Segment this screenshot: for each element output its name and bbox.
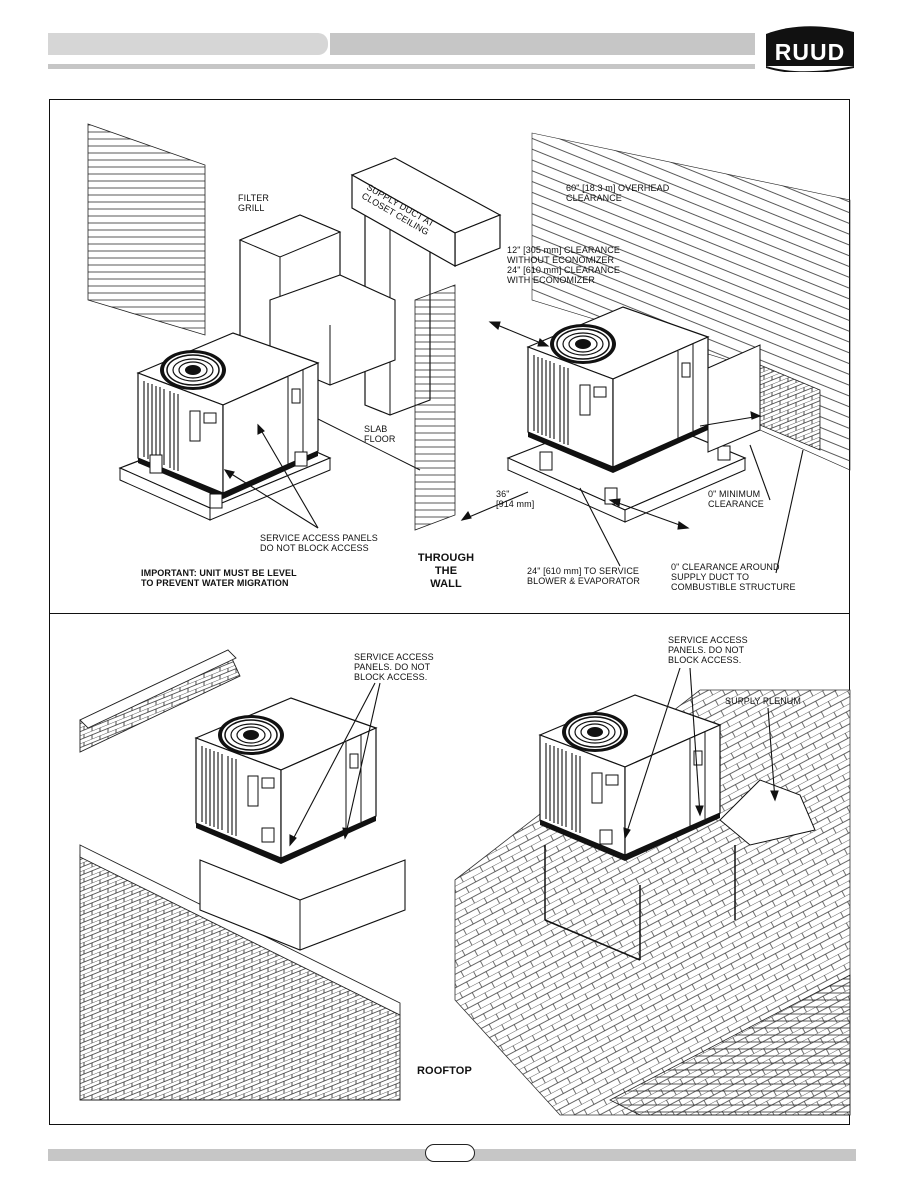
label-important-level: IMPORTANT: UNIT MUST BE LEVEL TO PREVENT… — [141, 568, 297, 588]
title-through-the-wall: THROUGH THE WALL — [417, 552, 475, 590]
header-rule — [48, 64, 755, 69]
label-service-access-left: SERVICE ACCESS PANELS. DO NOT BLOCK ACCE… — [354, 652, 434, 682]
label-36-inch: 36" [914 mm] — [496, 489, 535, 509]
header-bar-right — [330, 33, 755, 55]
label-economizer-clearance: 12" [305 mm] CLEARANCE WITHOUT ECONOMIZE… — [507, 245, 620, 285]
page-number-tab — [425, 1144, 475, 1162]
label-overhead-clearance: 60" [18.3 m] OVERHEAD CLEARANCE — [566, 183, 670, 203]
label-service-panels: SERVICE ACCESS PANELS DO NOT BLOCK ACCES… — [260, 533, 378, 553]
logo-text: RUUD — [774, 39, 846, 65]
label-min-clearance: 0" MINIMUM CLEARANCE — [708, 489, 764, 509]
title-rooftop: ROOFTOP — [417, 1065, 472, 1077]
label-supply-plenum: SUPPLY PLENUM — [725, 696, 801, 706]
label-filter-grill: FILTER GRILL — [238, 193, 269, 213]
label-combustible-clearance: 0" CLEARANCE AROUND SUPPLY DUCT TO COMBU… — [671, 562, 796, 592]
label-service-access-right: SERVICE ACCESS PANELS. DO NOT BLOCK ACCE… — [668, 635, 748, 665]
figure-frame — [49, 99, 850, 1125]
panel-divider — [49, 613, 850, 614]
label-slab-floor: SLAB FLOOR — [364, 424, 396, 444]
ruud-logo: RUUD — [762, 22, 858, 74]
header-bar-top — [48, 33, 328, 55]
label-blower-evaporator: 24" [610 mm] TO SERVICE BLOWER & EVAPORA… — [527, 566, 640, 586]
